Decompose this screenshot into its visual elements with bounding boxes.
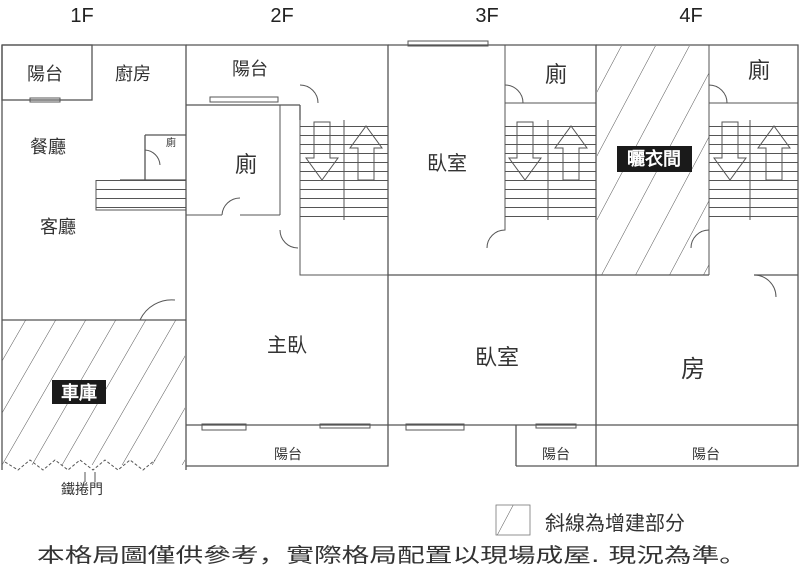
room-1f-shutter: 鐵捲門 <box>61 481 103 498</box>
room-1f-dining: 餐廳 <box>30 137 66 158</box>
floor-2f <box>185 44 389 467</box>
garage-label-bg <box>52 380 106 404</box>
room-1f-living: 客廳 <box>40 217 76 238</box>
legend-hatch-swatch <box>495 504 531 536</box>
floor-4f <box>596 44 799 467</box>
floor-3f <box>388 40 597 467</box>
room-3f-wc: 廁 <box>545 63 567 88</box>
closet-label-bg <box>617 146 692 172</box>
legend: 斜線為增建部分 <box>495 504 685 536</box>
floor-1f <box>1 44 187 482</box>
room-3f-bedroom-top: 臥室 <box>427 151 467 175</box>
room-3f-balcony: 陽台 <box>542 447 570 463</box>
room-4f-room: 房 <box>681 355 705 383</box>
floor-label-4f: 4F <box>679 5 702 27</box>
room-4f-closet: 曬衣間 <box>627 148 681 170</box>
legend-hatch-label: 斜線為增建部分 <box>545 511 685 535</box>
room-1f-garage: 車庫 <box>61 382 97 404</box>
room-4f-balcony: 陽台 <box>692 447 720 463</box>
room-2f-master-bedroom: 主臥 <box>267 333 307 357</box>
room-3f-bedroom-bottom: 臥室 <box>475 346 519 371</box>
room-2f-balcony-bottom: 陽台 <box>274 447 302 463</box>
room-1f-balcony: 陽台 <box>27 64 63 85</box>
floor-label-3f: 3F <box>475 5 498 27</box>
floor-label-2f: 2F <box>270 5 293 27</box>
room-4f-wc: 廁 <box>748 59 770 84</box>
room-1f-kitchen: 廚房 <box>115 63 151 85</box>
room-2f-balcony-top: 陽台 <box>232 59 268 80</box>
room-2f-wc: 廁 <box>235 153 257 178</box>
room-1f-wc: 廁 <box>166 136 176 149</box>
floor-label-1f: 1F <box>70 5 93 27</box>
disclaimer: 本格局圖僅供參考，實際格局配置以現場成屋. 現況為準。 <box>37 543 747 567</box>
